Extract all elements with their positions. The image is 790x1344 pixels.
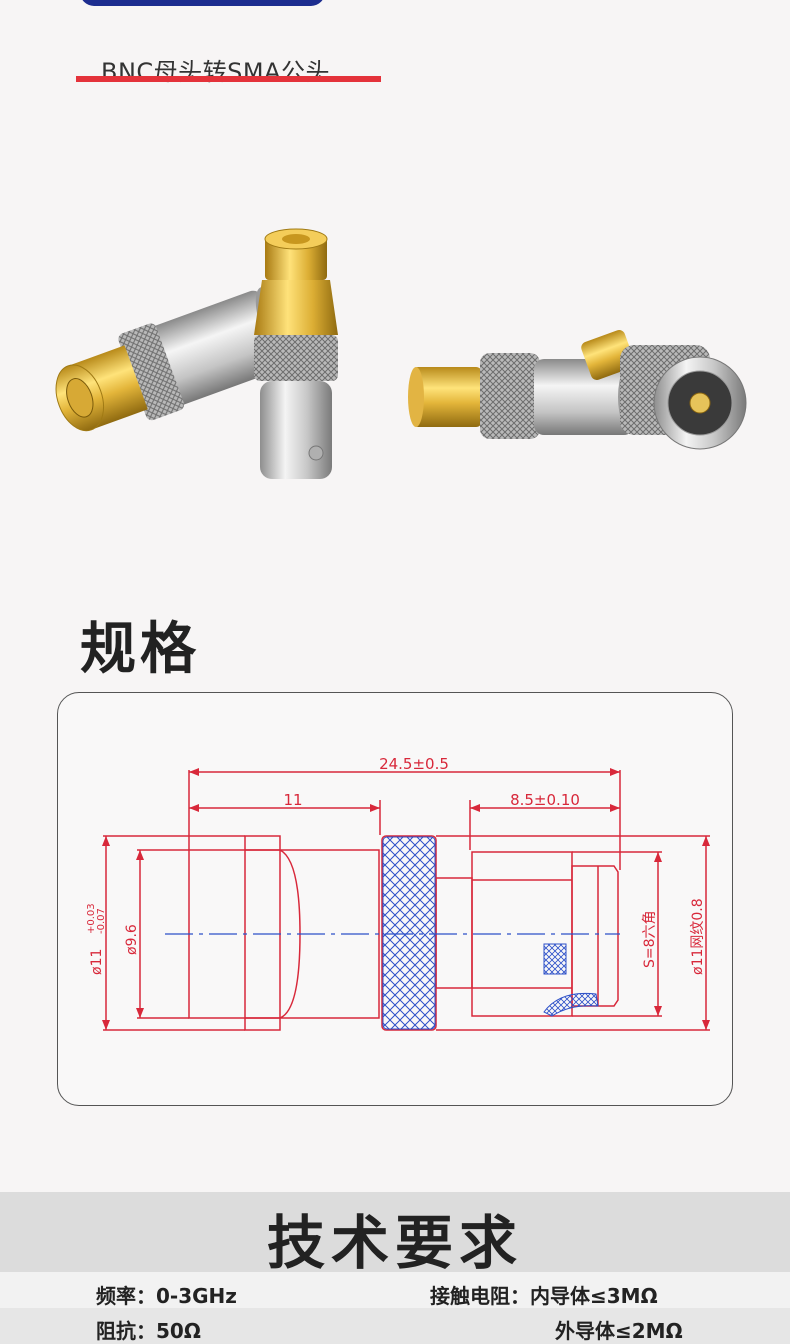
tech-heading-band (0, 1192, 790, 1272)
spec-contact-resistance-inner: 接触电阻：内导体≤3MΩ (430, 1284, 658, 1308)
product-photo (55, 228, 747, 479)
dim-hex-size: S=8六角 (642, 910, 658, 968)
tech-heading: 技术要求 (266, 1209, 523, 1277)
spec-row-1 (0, 1272, 790, 1308)
spec-frequency: 频率：0-3GHz (96, 1284, 237, 1308)
spec-heading: 规格 (80, 617, 200, 682)
top-banner-bar (80, 0, 325, 6)
dim-outer-tol-upper: +0.03 (86, 903, 97, 934)
connector-middle (254, 228, 338, 479)
connector-left (55, 286, 295, 432)
spec-row-2 (0, 1308, 790, 1344)
dim-bnc-length: 11 (283, 791, 302, 809)
title-underline (76, 76, 381, 82)
dim-knurl-diameter: ø11网纹0.8 (690, 898, 706, 975)
spec-contact-resistance-outer: 外导体≤2MΩ (555, 1319, 683, 1343)
dim-overall-length: 24.5±0.5 (379, 755, 449, 773)
spec-impedance: 阻抗：50Ω (96, 1319, 201, 1343)
dim-outer-diameter: ø11 (89, 949, 105, 975)
dim-inner-diameter: ø9.6 (124, 924, 140, 955)
connector-far-right (581, 330, 747, 450)
dim-sma-length: 8.5±0.10 (510, 791, 580, 809)
dim-outer-tol-lower: -0.07 (96, 908, 107, 934)
